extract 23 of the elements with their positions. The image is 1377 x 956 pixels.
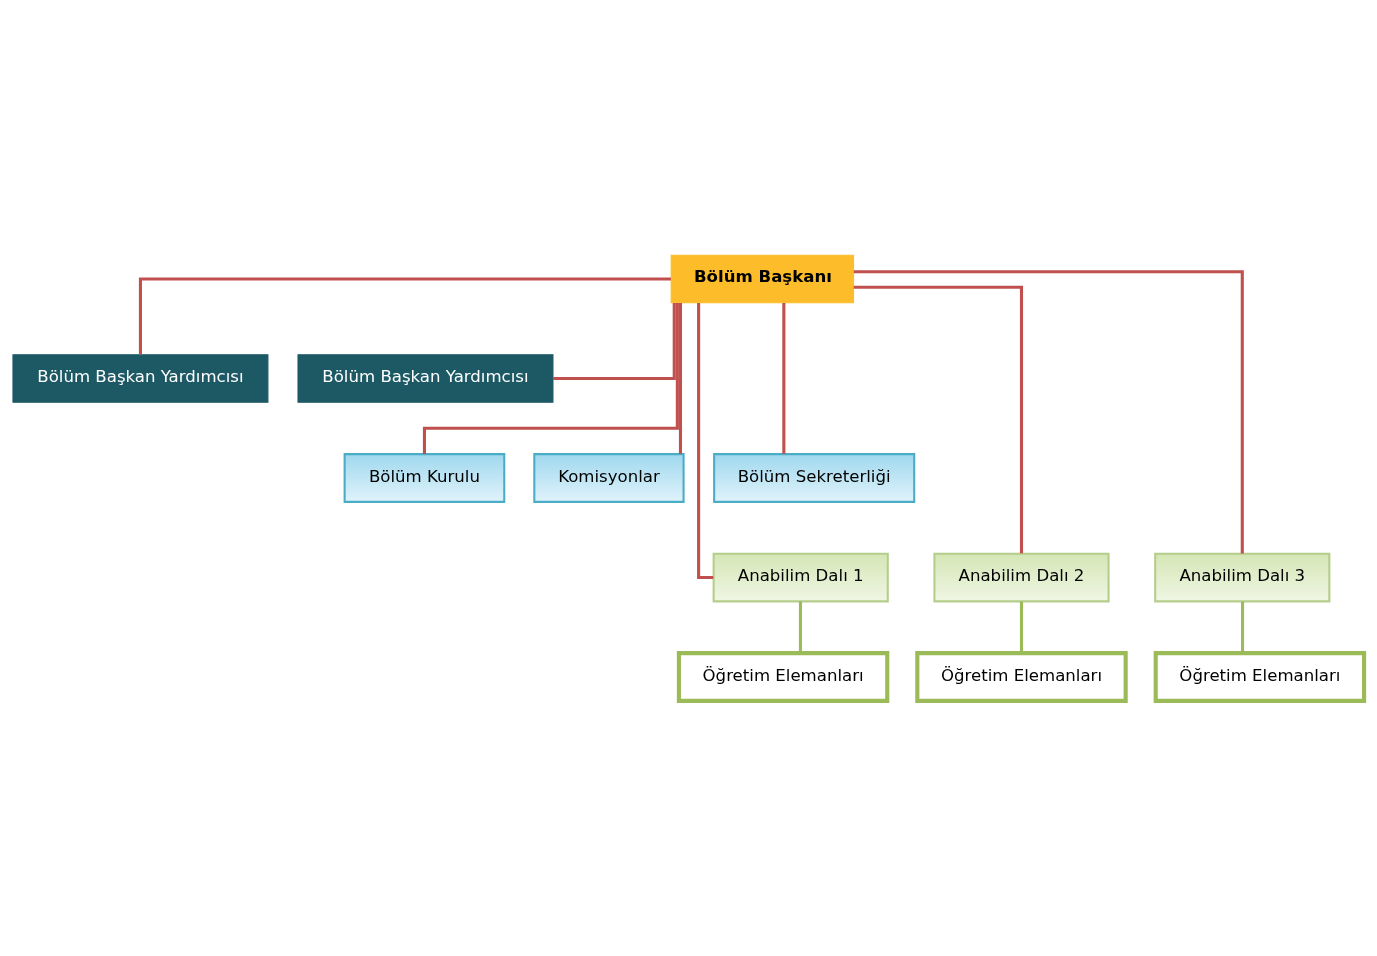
connector	[1019, 601, 1024, 654]
connector	[697, 302, 714, 580]
connector	[853, 270, 1244, 554]
node-box: Komisyonlar	[533, 453, 685, 503]
node-box: Öğretim Elemanları	[676, 651, 890, 703]
node-box: Anabilim Dalı 3	[1154, 552, 1331, 603]
connector	[138, 277, 671, 355]
node-box: Bölüm Başkan Yardımcısı	[12, 354, 269, 403]
connector	[1240, 601, 1245, 654]
node-box: Anabilim Dalı 2	[933, 552, 1110, 603]
node-box: Öğretim Elemanları	[915, 651, 1128, 703]
node-box: Anabilim Dalı 1	[712, 552, 889, 603]
node-box: Bölüm Başkanı	[670, 254, 855, 304]
connector	[798, 601, 802, 654]
connector	[782, 303, 786, 454]
node-box: Bölüm Sekreterliği	[713, 453, 916, 503]
node-box: Öğretim Elemanları	[1153, 651, 1367, 703]
connector	[678, 303, 683, 454]
node-box: Bölüm Başkan Yardımcısı	[297, 354, 554, 403]
connector	[422, 302, 679, 454]
connector	[853, 285, 1024, 554]
node-box: Bölüm Kurulu	[343, 453, 506, 503]
connector	[553, 303, 676, 381]
